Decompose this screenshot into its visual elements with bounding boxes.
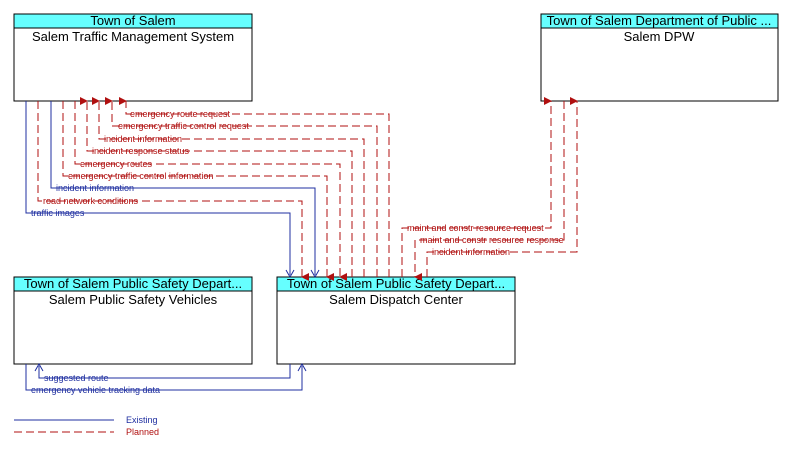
node-owner: Town of Salem Public Safety Depart... xyxy=(24,276,242,291)
flow-maint-and-constr-resource-response xyxy=(414,101,565,281)
flow-label: road network conditions xyxy=(43,196,139,206)
node-salem-dispatch-center[interactable]: Town of Salem Public Safety Depart... Sa… xyxy=(276,276,516,365)
flow-suggested-route xyxy=(34,362,291,379)
node-owner: Town of Salem Department of Public ... xyxy=(547,13,772,28)
flow-label: incident response status xyxy=(92,146,190,156)
node-name: Salem DPW xyxy=(624,29,696,44)
flow-emergency-routes xyxy=(74,101,347,281)
flow-traffic-images xyxy=(25,101,295,279)
flow-label: suggested route xyxy=(44,373,109,383)
flow-label: emergency traffic control information xyxy=(68,171,213,181)
flow-incident-response-status xyxy=(80,97,353,277)
legend-existing-label: Existing xyxy=(126,415,158,425)
flow-emergency-traffic-control-request xyxy=(105,97,378,277)
node-salem-dpw[interactable]: Town of Salem Department of Public ... S… xyxy=(540,13,779,102)
flow-label: maint and constr resource response xyxy=(420,235,564,245)
legend: Existing Planned xyxy=(14,415,159,437)
node-salem-traffic-management-system[interactable]: Town of Salem Salem Traffic Management S… xyxy=(13,13,253,102)
flow-maint-and-constr-resource-request xyxy=(401,97,552,277)
flow-label: incident information xyxy=(104,134,182,144)
flow-incident-information-existing xyxy=(50,101,320,279)
node-owner: Town of Salem Public Safety Depart... xyxy=(287,276,505,291)
flow-label: traffic images xyxy=(31,208,85,218)
node-name: Salem Public Safety Vehicles xyxy=(49,292,218,307)
flow-label: incident information xyxy=(432,247,510,257)
flow-label: emergency traffic control request xyxy=(118,121,249,131)
flow-road-network-conditions xyxy=(37,101,309,281)
flow-emergency-route-request xyxy=(119,97,390,277)
flow-label: emergency routes xyxy=(80,159,153,169)
node-name: Salem Traffic Management System xyxy=(32,29,234,44)
flow-emergency-vehicle-tracking-data xyxy=(25,362,307,391)
flow-label: incident information xyxy=(56,183,134,193)
flow-label: emergency route request xyxy=(130,109,231,119)
legend-planned-label: Planned xyxy=(126,427,159,437)
flow-incident-information-dpw xyxy=(426,97,578,277)
node-name: Salem Dispatch Center xyxy=(329,292,463,307)
flow-label: emergency vehicle tracking data xyxy=(31,385,160,395)
node-salem-public-safety-vehicles[interactable]: Town of Salem Public Safety Depart... Sa… xyxy=(13,276,253,365)
flow-label: maint and constr resource request xyxy=(407,223,544,233)
flow-incident-information-planned xyxy=(92,97,365,277)
node-owner: Town of Salem xyxy=(90,13,175,28)
flow-emergency-traffic-control-information xyxy=(62,101,334,281)
